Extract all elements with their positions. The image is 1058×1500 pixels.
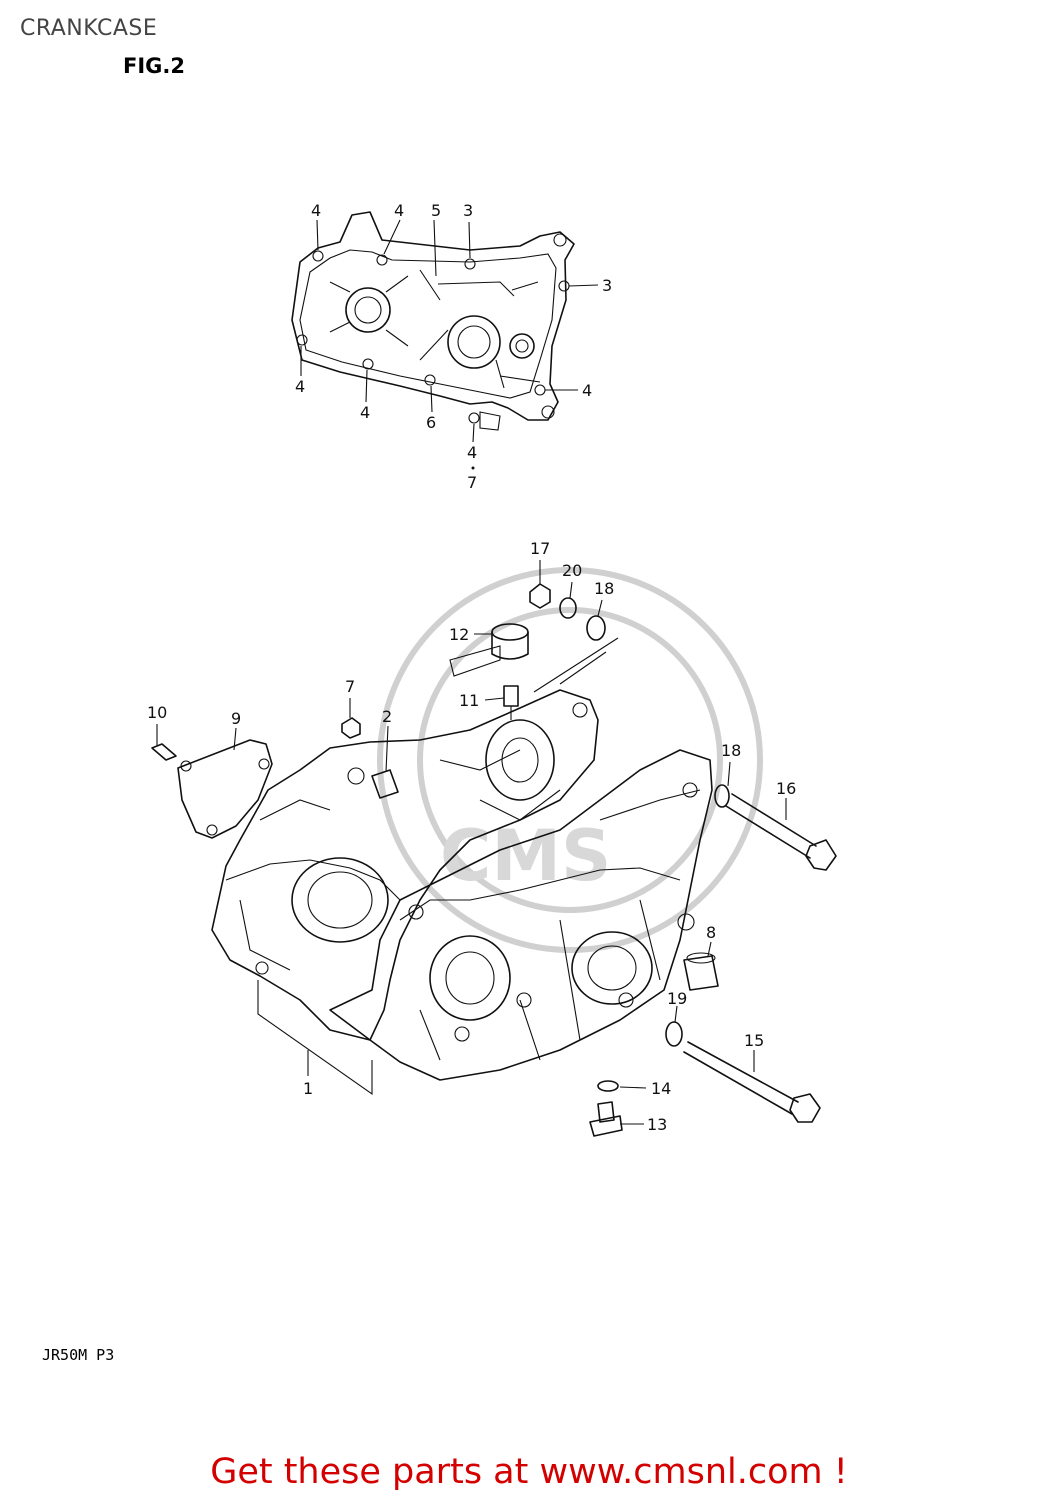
- figure-label: FIG.2: [123, 54, 185, 78]
- callout-label: 18: [594, 579, 614, 598]
- callout-label: 11: [459, 691, 479, 710]
- cover-plate: [151, 739, 273, 839]
- callout-label: 19: [667, 989, 687, 1008]
- parts-link-banner[interactable]: Get these parts at www.cmsnl.com !: [210, 1452, 848, 1492]
- callout-label: 12: [449, 625, 469, 644]
- callout-label: 6: [426, 413, 436, 432]
- page-title: CRANKCASE: [20, 16, 158, 41]
- callout-label: 17: [530, 539, 550, 558]
- callout-label: 15: [744, 1031, 764, 1050]
- callout-label: 7: [345, 677, 355, 696]
- callout-label: 14: [651, 1079, 671, 1098]
- model-code: JR50M P3: [42, 1346, 115, 1364]
- callout-label: 1: [303, 1079, 313, 1098]
- callout-label: 7: [467, 473, 477, 492]
- callout-label: 4: [360, 403, 370, 422]
- svg-text:CMS: CMS: [440, 815, 611, 897]
- crankcase-halves: [211, 689, 713, 1096]
- callout-label: 3: [602, 276, 612, 295]
- callout-label: 5: [431, 201, 441, 220]
- callout-label: 4: [295, 377, 305, 396]
- callout-label: 9: [231, 709, 241, 728]
- watermark-logo: CMS: [377, 567, 763, 953]
- callout-label: 4: [394, 201, 404, 220]
- hardware-parts: [341, 583, 837, 1137]
- callout-label: 16: [776, 779, 796, 798]
- callout-label: 13: [647, 1115, 667, 1134]
- callout-label: 8: [706, 923, 716, 942]
- crankcase-gasket: [291, 211, 575, 431]
- callout-label: 20: [562, 561, 582, 580]
- callout-label: 4: [311, 201, 321, 220]
- callout-label: 3: [463, 201, 473, 220]
- callout-label: 4: [467, 443, 477, 462]
- callout-label: 18: [721, 741, 741, 760]
- callout-label: 2: [382, 707, 392, 726]
- callout-label: 10: [147, 703, 167, 722]
- callout-label: 4: [582, 381, 592, 400]
